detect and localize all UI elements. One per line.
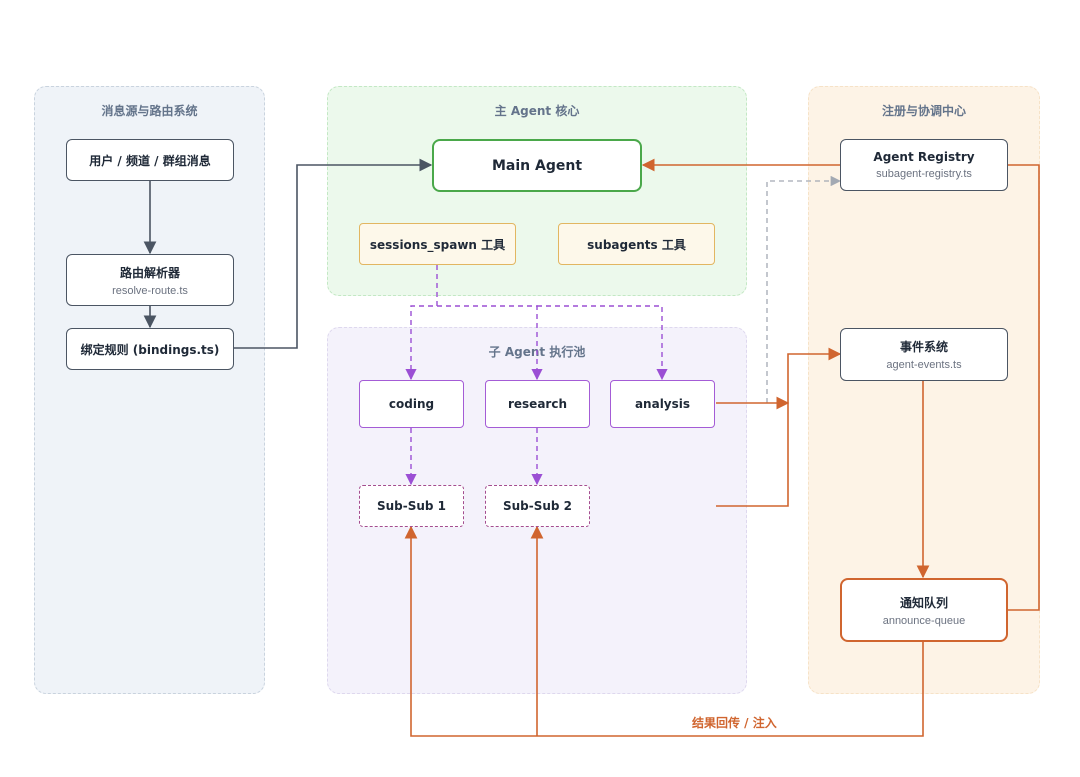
main-agent-node[interactable]: Main Agent — [432, 139, 642, 192]
sub-sub-2-node[interactable]: Sub-Sub 2 — [485, 485, 590, 527]
announce-queue-node[interactable]: 通知队列 announce-queue — [840, 578, 1008, 642]
route-resolver-node[interactable]: 路由解析器 resolve-route.ts — [66, 254, 234, 306]
binding-rules-node[interactable]: 绑定规则 (bindings.ts) — [66, 328, 234, 370]
zone-title-registry: 注册与协调中心 — [881, 104, 966, 118]
binding-rules-title: 绑定规则 (bindings.ts) — [80, 342, 220, 357]
sub-sub-1-node[interactable]: Sub-Sub 1 — [359, 485, 464, 527]
subagents-tool-node[interactable]: subagents 工具 — [558, 223, 715, 265]
subagents-tool-title: subagents 工具 — [587, 237, 686, 252]
coding-title: coding — [388, 397, 435, 411]
analysis-title: analysis — [634, 397, 691, 411]
event-system-node[interactable]: 事件系统 agent-events.ts — [840, 328, 1008, 381]
route-resolver-title: 路由解析器 — [119, 265, 180, 280]
coding-agent-node[interactable]: coding — [359, 380, 464, 428]
route-resolver-file: resolve-route.ts — [112, 284, 188, 297]
event-system-title: 事件系统 — [899, 340, 948, 354]
main-agent-title: Main Agent — [491, 157, 583, 174]
result-return-label: 结果回传 / 注入 — [692, 716, 777, 730]
zone-title-routing: 消息源与路由系统 — [101, 104, 198, 118]
agent-registry-node[interactable]: Agent Registry subagent-registry.ts — [840, 139, 1008, 191]
event-system-file: agent-events.ts — [886, 359, 962, 371]
agent-registry-file: subagent-registry.ts — [876, 168, 972, 180]
zone-title-core: 主 Agent 核心 — [494, 104, 580, 118]
user-message-node[interactable]: 用户 / 频道 / 群组消息 — [66, 139, 234, 181]
analysis-agent-node[interactable]: analysis — [610, 380, 715, 428]
agent-registry-title: Agent Registry — [873, 150, 975, 164]
announce-queue-file: announce-queue — [882, 614, 966, 627]
zone-title-pool: 子 Agent 执行池 — [488, 345, 586, 359]
research-agent-node[interactable]: research — [485, 380, 590, 428]
research-title: research — [507, 397, 567, 411]
sessions-spawn-title: sessions_spawn 工具 — [369, 237, 506, 252]
sub-sub-1-title: Sub-Sub 1 — [376, 499, 447, 513]
announce-queue-title: 通知队列 — [899, 595, 948, 610]
user-message-title: 用户 / 频道 / 群组消息 — [89, 153, 211, 168]
sub-sub-2-title: Sub-Sub 2 — [502, 499, 573, 513]
sessions-spawn-tool-node[interactable]: sessions_spawn 工具 — [359, 223, 516, 265]
